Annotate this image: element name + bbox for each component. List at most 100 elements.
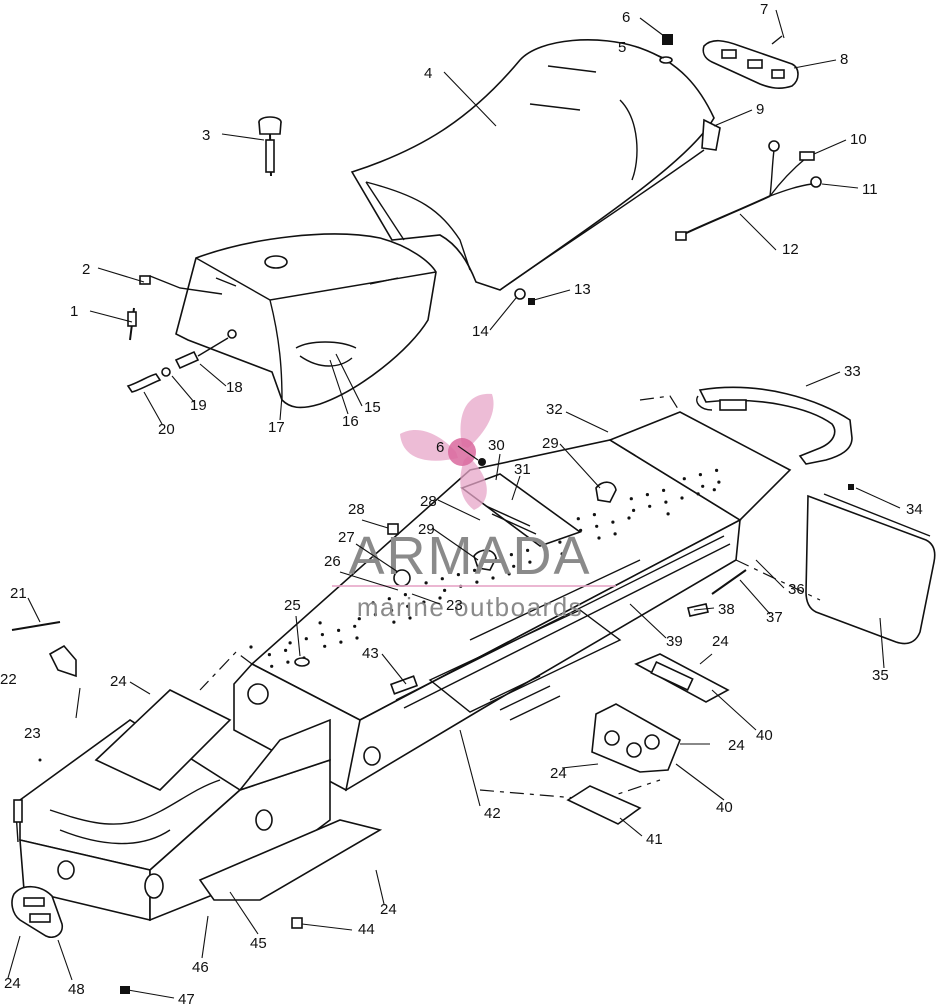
watermark-tagline: marine outboards	[357, 592, 583, 622]
callout-43: 43	[362, 645, 379, 662]
leader-line	[361, 519, 389, 529]
leader-line	[565, 411, 609, 433]
callout-24a: 24	[110, 673, 127, 690]
callout-29b: 29	[542, 435, 559, 452]
callout-6: 6	[622, 9, 630, 26]
rivet-hole	[403, 593, 407, 597]
leader-line	[381, 653, 407, 685]
callout-19: 19	[190, 397, 207, 414]
rivet-hole	[288, 641, 292, 645]
rivet-hole	[284, 648, 288, 653]
rivet-hole	[408, 616, 412, 620]
leader-line	[443, 71, 497, 127]
rivet-hole	[424, 581, 428, 585]
leader-line	[57, 939, 73, 981]
callout-33: 33	[844, 363, 861, 380]
leader-line	[329, 359, 349, 415]
rivet-hole	[323, 644, 327, 648]
leader-line	[199, 363, 227, 387]
callout-45: 45	[250, 935, 267, 952]
fuel-line-parts	[126, 275, 237, 393]
rivet-hole	[443, 588, 447, 593]
rivet-hole	[712, 488, 716, 492]
rivet-hole	[526, 548, 530, 553]
callout-6b: 6	[436, 439, 444, 456]
watermark-brand: ARMADA	[348, 526, 591, 586]
rivet-hole	[422, 600, 426, 604]
rivet-hole	[576, 517, 580, 521]
callout-39: 39	[666, 633, 683, 650]
rivet-hole	[592, 513, 597, 517]
leader-line	[675, 763, 725, 801]
leader-line	[637, 46, 665, 59]
rivet-hole	[406, 604, 410, 608]
rivet-hole	[613, 532, 617, 536]
callout-28a: 28	[348, 501, 365, 518]
leader-line	[171, 375, 195, 403]
rivet-hole	[387, 597, 391, 601]
callout-35: 35	[872, 667, 889, 684]
rivet-hole	[491, 576, 495, 580]
callout-30: 30	[488, 437, 505, 454]
taillight-parts	[659, 34, 799, 89]
callout-16: 16	[342, 413, 359, 430]
rivet-hole	[392, 620, 396, 624]
rivet-hole	[267, 653, 271, 657]
callout-23b: 23	[446, 597, 463, 614]
rivet-hole	[611, 520, 615, 524]
leader-line	[559, 443, 601, 489]
rivet-hole	[528, 560, 532, 564]
fuel-tank	[175, 233, 437, 409]
rivet-hole	[512, 564, 516, 568]
leader-line	[129, 681, 151, 695]
leader-line	[229, 891, 259, 935]
leader-line	[693, 607, 715, 611]
callout-1: 1	[70, 303, 78, 320]
leader-line	[533, 289, 571, 301]
callout-5: 5	[618, 39, 626, 56]
rivet-hole	[664, 500, 668, 504]
chassis-tunnel	[38, 395, 821, 881]
callout-29a: 29	[418, 521, 435, 538]
rivet-hole	[666, 512, 670, 516]
leader-line	[279, 395, 283, 421]
callout-41: 41	[646, 831, 663, 848]
callout-4: 4	[424, 65, 432, 82]
callout-36: 36	[788, 581, 805, 598]
rivet-hole	[717, 480, 721, 484]
rivet-hole	[629, 497, 633, 501]
rivet-hole	[371, 601, 375, 605]
rivet-hole	[353, 624, 357, 628]
rivet-hole	[456, 573, 460, 577]
rivet-hole	[355, 636, 359, 640]
callout-18: 18	[226, 379, 243, 396]
callout-14: 14	[472, 323, 489, 340]
callout-15: 15	[364, 399, 381, 416]
leader-line	[629, 603, 667, 639]
seat	[350, 39, 721, 291]
leader-line	[335, 353, 363, 407]
leader-line	[295, 615, 301, 657]
callout-8: 8	[840, 51, 848, 68]
rivet-hole	[597, 536, 601, 540]
leader-line	[97, 267, 145, 283]
callout-27: 27	[338, 529, 355, 546]
callout-26: 26	[324, 553, 341, 570]
wiring-harness	[675, 140, 822, 241]
callout-40b: 40	[716, 799, 733, 816]
callout-28b: 28	[420, 493, 437, 510]
rivet-hole	[473, 568, 477, 573]
grill-48	[11, 885, 64, 939]
callout-37: 37	[766, 609, 783, 626]
rivet-hole	[318, 621, 322, 625]
leader-line	[143, 391, 163, 425]
leader-line	[437, 499, 481, 521]
plate-40-upper	[634, 653, 730, 703]
leader-line	[457, 445, 479, 461]
callout-12: 12	[782, 241, 799, 258]
callout-25: 25	[284, 597, 301, 614]
callout-34: 34	[906, 501, 923, 518]
rivet-hole	[648, 504, 652, 508]
